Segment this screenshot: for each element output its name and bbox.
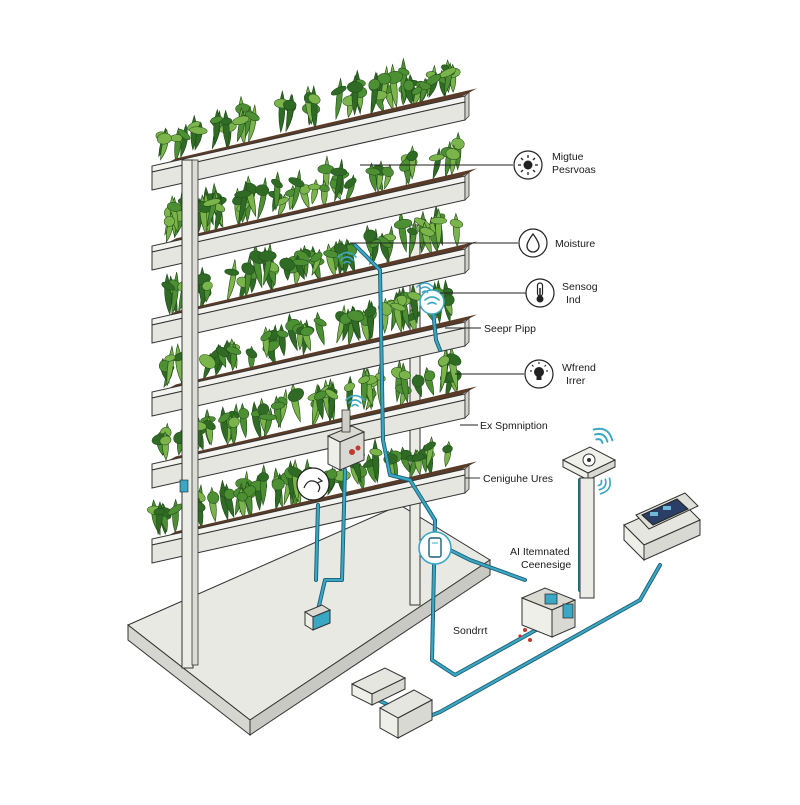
callout-light-line1: Wfrend (562, 362, 596, 374)
thermometer-icon (526, 279, 554, 307)
recycle-badge (297, 468, 329, 500)
callout-control: Ceniguhe Ures (483, 473, 553, 485)
light-bulb-icon (525, 360, 553, 388)
callout-thermo-line1: Sensog (562, 281, 598, 293)
wifi-icon-5 (595, 475, 613, 496)
front-post-side (192, 160, 198, 665)
callout-sondrrt: Sondrrt (453, 625, 488, 637)
callout-sun-line2: Pesrvoas (552, 164, 596, 176)
mobile-app-badge (419, 532, 451, 564)
post-clip (180, 480, 188, 492)
weather-station (563, 447, 615, 598)
shelf-1 (152, 59, 477, 190)
callout-ai-line2: Ceenesige (521, 559, 571, 571)
sun-icon (514, 151, 542, 179)
front-post-left (182, 160, 193, 668)
callout-moisture: Moisture (555, 238, 595, 250)
shelf-sensor-badge (420, 290, 444, 314)
water-drop-icon (519, 229, 547, 257)
callout-ai-line1: AI Itemnated (510, 546, 570, 558)
wifi-icon-4 (590, 425, 615, 447)
callout-light-line2: Irrer (566, 375, 586, 387)
callout-spray: Ex Spmniption (480, 420, 548, 432)
callout-thermo-line2: Ind (566, 294, 581, 306)
callout-sun-line1: Migtue (552, 151, 584, 163)
callout-pipe: Seepr Pipp (484, 323, 536, 335)
control-panel (624, 493, 700, 560)
floor-boxes (352, 668, 432, 738)
